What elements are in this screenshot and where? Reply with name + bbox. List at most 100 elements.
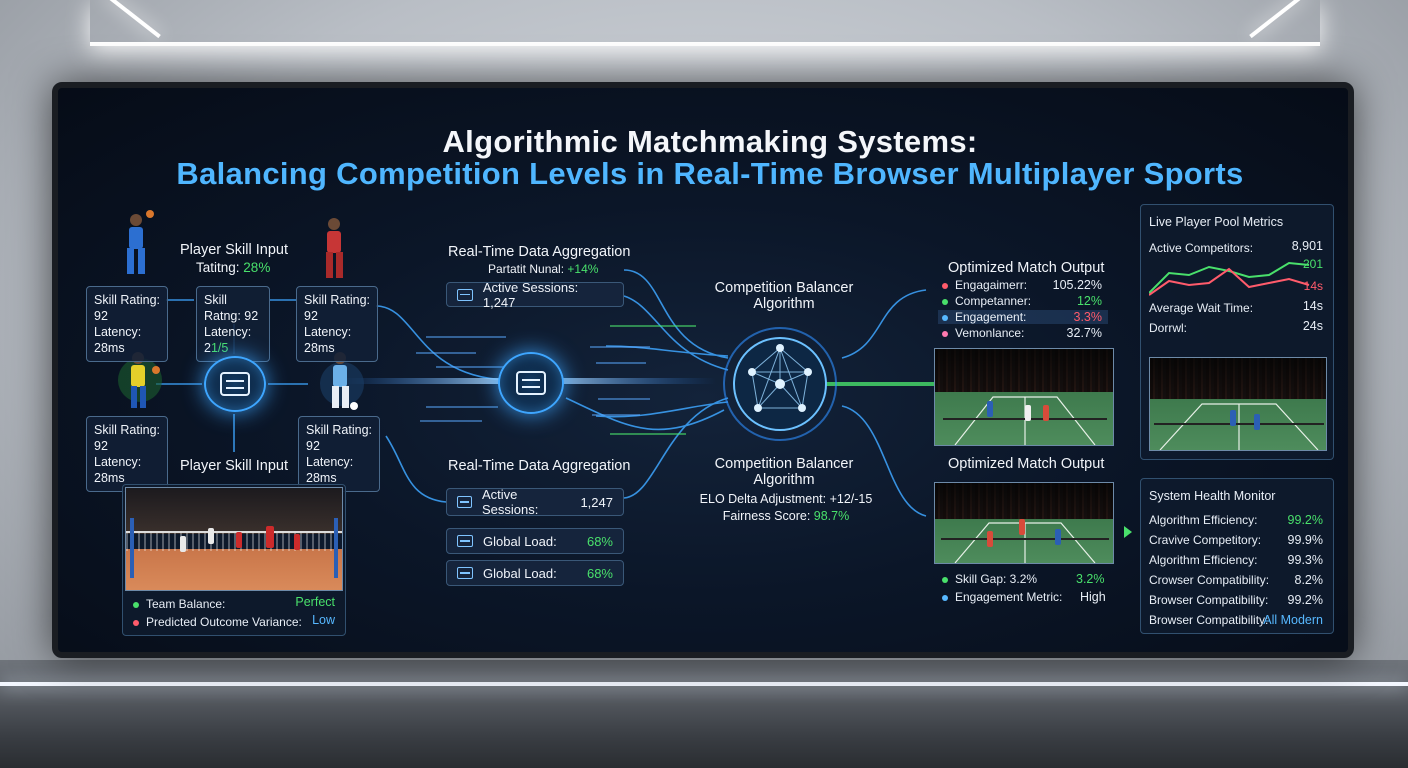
global-load-label: Global Load: (483, 565, 557, 581)
elo-adjustment: ELO Delta Adjustment: +12/-15 (699, 492, 873, 506)
global-load-2[interactable]: Global Load: 68% (446, 560, 624, 586)
match-output-metrics: Engagaimerr: 105.22% Competanner: 12% Engage… (934, 276, 1114, 340)
health-row-value: All Modern (1263, 613, 1323, 627)
player-skill-input-label: Player Skill Input (180, 242, 288, 258)
match-output-row: Engagaimerr: (942, 278, 1027, 292)
player-card-rating: Skill Rating: 92 (94, 293, 160, 323)
status-dot-icon (942, 330, 948, 337)
wait-time-value: 14s (1302, 299, 1323, 313)
rating-value: 28% (243, 260, 271, 275)
health-row-value: 99.9% (1287, 533, 1323, 547)
global-load-value: 68% (586, 565, 613, 581)
health-row-label: Crowser Compatibility: (1149, 573, 1270, 587)
player-card-4[interactable]: Skill Rating: 92 Latency: 28ms (86, 416, 168, 492)
wait-time-label: Average Wait Time: (1149, 301, 1254, 315)
other-metric-label: Dorrwl: (1149, 321, 1187, 335)
player-card-latency: Latency: 28ms (94, 455, 142, 485)
active-sessions-value: 1,247 (580, 494, 613, 510)
live-pool-panel: Live Player Pool Metrics Active Competit… (1140, 204, 1334, 460)
room-floor (0, 660, 1408, 768)
active-sessions-text: Active Sessions: 1,247 (482, 279, 579, 310)
match-output-row: Competanner: (942, 294, 1031, 308)
player-card-rating: Skill Rating: 92 (94, 423, 160, 453)
active-sessions-bottom[interactable]: Active Sessions: 1,247 (446, 487, 624, 517)
display-screen: Algorithmic Matchmaking Systems: Balanci… (52, 82, 1354, 658)
rating-label: Tatitng: (196, 260, 240, 275)
player-card-5[interactable]: Skill Rating: 92 Latency: 28ms (298, 416, 380, 492)
player-card-latency: Latency: 28ms (306, 455, 354, 485)
team-balance-panel: Team Balance: Perfect Predicted Outcome … (122, 484, 346, 636)
page-subtitle: Balancing Competition Levels in Real-Tim… (176, 156, 1244, 191)
pool-sparkline (1149, 261, 1310, 296)
player-soccer-icon (326, 218, 343, 278)
variance-row: Predicted Outcome Variance: (133, 615, 302, 629)
match-output-row: Engagement: (938, 310, 1108, 324)
health-row-value: 99.2% (1287, 513, 1323, 527)
match-output-row: Vemonlance: (942, 326, 1024, 340)
server-icon (516, 371, 546, 395)
player-basketball-icon (127, 210, 154, 274)
aggregation-hub-node[interactable] (498, 352, 564, 414)
team-balance-row: Team Balance: (133, 597, 225, 611)
system-health-panel: System Health Monitor Algorithm Efficien… (1140, 478, 1334, 634)
active-sessions-label: Active Sessions: (481, 487, 539, 517)
player-card-1[interactable]: Skill Rating: 92 Latency: 28ms (86, 286, 168, 362)
player-card-2[interactable]: Skill Ratng: 92 Latency: 21/5 (196, 286, 270, 362)
ceiling-light-strip (90, 0, 1320, 46)
aggregation-label-bottom: Real-Time Data Aggregation (448, 458, 631, 474)
global-load-label: Global Load: (483, 533, 557, 549)
aggregation-sub: Partatit Nunal: +14% (488, 262, 599, 276)
player-card-3[interactable]: Skill Rating: 92 Latency: 28ms (296, 286, 378, 362)
health-row-label: Browser Compatibility: (1149, 613, 1269, 627)
health-title: System Health Monitor (1149, 489, 1276, 503)
global-load-value: 68% (586, 533, 613, 549)
player-card-rating: Skill Rating: 92 (306, 423, 372, 453)
other-metric-value: 24s (1302, 319, 1323, 333)
player-card-rating: Skill Ratng: 92 (204, 293, 259, 323)
match-output-value: 105.22% (1052, 278, 1102, 292)
tennis-court-image-pool (1149, 357, 1327, 451)
player-card-latency: Latency: 21/5 (204, 325, 252, 355)
player-card-latency: Latency: 28ms (304, 325, 352, 355)
rating-readout: Tatitng: 28% (196, 260, 270, 275)
server-icon (457, 567, 473, 579)
engagement-metric-value: High (1080, 590, 1106, 604)
match-output-value: 12% (1076, 294, 1102, 308)
engagement-metric-row: Engagement Metric: (942, 590, 1062, 604)
player-hub-node[interactable] (204, 356, 266, 412)
match-output-label: Optimized Match Output (948, 260, 1105, 276)
active-competitors-label: Active Competitors: (1149, 241, 1254, 255)
server-icon (457, 535, 473, 547)
player-card-latency: Latency: 28ms (94, 325, 142, 355)
player-skill-input-label-bottom: Player Skill Input (180, 458, 288, 474)
health-row-label: Algorithm Efficiency: (1149, 553, 1258, 567)
status-dot-icon (942, 298, 948, 305)
fairness-score: Fairness Score: 98.7% (722, 509, 850, 523)
health-row-value: 99.3% (1287, 553, 1323, 567)
status-dot-icon (942, 282, 948, 289)
variance-value: Low (312, 613, 335, 627)
health-row-value: 99.2% (1287, 593, 1323, 607)
volleyball-court-image (125, 487, 343, 591)
aggregation-label: Real-Time Data Aggregation (448, 244, 631, 260)
health-row-label: Cravive Competitory: (1149, 533, 1262, 547)
spark-value-1: 201 (1302, 257, 1323, 271)
pool-title: Live Player Pool Metrics (1149, 215, 1284, 229)
health-row-label: Browser Compatibility: (1149, 593, 1269, 607)
skill-gap-row: Skill Gap: 3.2% (942, 572, 1037, 586)
tennis-court-image-bottom (934, 482, 1114, 564)
global-load-1[interactable]: Global Load: 68% (446, 528, 624, 554)
server-icon (220, 372, 250, 396)
active-sessions-top[interactable]: Active Sessions: 1,247 (446, 279, 624, 310)
health-row-value: 8.2% (1294, 573, 1324, 587)
active-competitors-value: 8,901 (1291, 239, 1323, 253)
player-card-rating: Skill Rating: 92 (304, 293, 370, 323)
server-icon (457, 288, 473, 301)
spark-value-2: 14s (1303, 279, 1323, 293)
neural-network-icon (723, 327, 837, 441)
server-icon (457, 496, 472, 508)
floor-light-strip (0, 682, 1408, 686)
tennis-court-image-top (934, 348, 1114, 446)
